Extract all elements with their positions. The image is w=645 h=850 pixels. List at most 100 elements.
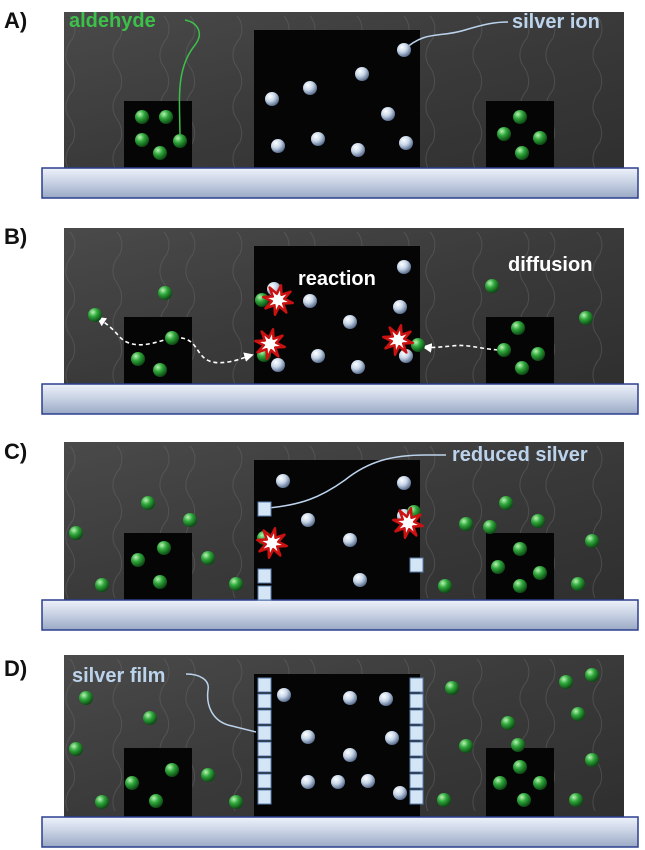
silver-ion	[311, 132, 325, 146]
aldehyde-molecule	[125, 776, 139, 790]
panel-a-letter: A)	[4, 8, 27, 33]
aldehyde-molecule	[585, 534, 599, 548]
reduced-silver-block	[257, 501, 272, 517]
reduced-silver-block	[257, 725, 272, 741]
panel-d-substrate	[41, 816, 639, 848]
matrix-texture-line	[425, 15, 436, 169]
aldehyde-molecule	[135, 133, 149, 147]
matrix-texture-line	[472, 15, 483, 169]
aldehyde-molecule	[165, 331, 179, 345]
matrix-texture-line	[232, 15, 243, 169]
reduced-silver-block	[257, 585, 272, 601]
panel-c-reduced-silver	[257, 501, 424, 601]
silver-ion	[343, 533, 357, 547]
reaction-spark	[254, 328, 286, 360]
silver-film-leader	[185, 673, 257, 733]
reduced-silver-block	[257, 741, 272, 757]
aldehyde-molecule	[531, 514, 545, 528]
matrix-texture-line	[112, 231, 123, 385]
silver-ion	[351, 360, 365, 374]
matrix-texture-line	[65, 445, 76, 599]
aldehyde-molecule	[511, 738, 525, 752]
silver-ion	[303, 81, 317, 95]
reaction-spark	[392, 507, 424, 539]
panel-d: D) silver film	[4, 655, 639, 848]
reduced-silver-block	[257, 693, 272, 709]
aldehyde-molecule	[153, 146, 167, 160]
aldehyde-molecule	[131, 352, 145, 366]
aldehyde-molecule	[459, 517, 473, 531]
matrix-texture-line	[592, 231, 603, 385]
aldehyde-molecule	[459, 739, 473, 753]
matrix-texture-line	[65, 231, 76, 385]
reduced-silver-block	[257, 709, 272, 725]
panel-a-aldehyde-leader	[178, 19, 200, 141]
panel-c-left-well	[124, 533, 192, 600]
aldehyde-molecule	[201, 551, 215, 565]
silver-ion	[399, 136, 413, 150]
reaction-spark	[382, 324, 414, 356]
aldehyde-molecule	[513, 542, 527, 556]
reduced-silver-block	[409, 725, 424, 741]
reduced-silver-block	[409, 709, 424, 725]
diffusion-arrow-center	[173, 337, 254, 364]
aldehyde-molecule	[88, 308, 102, 322]
aldehyde-molecule	[517, 793, 531, 807]
silver-ion	[331, 775, 345, 789]
matrix-texture-line	[232, 658, 243, 812]
reduced-silver-block	[409, 693, 424, 709]
silver-ion	[399, 349, 413, 363]
panel-d-letter: D)	[4, 656, 27, 681]
aldehyde-molecule	[135, 110, 149, 124]
matrix-texture-line	[185, 231, 196, 385]
silver-ion	[265, 92, 279, 106]
panel-b-particles	[88, 260, 593, 377]
panel-c: C) reduced silver	[4, 439, 639, 631]
reduced-silver-block	[257, 677, 272, 693]
silver-film-label: silver film	[72, 665, 165, 687]
aldehyde-molecule	[511, 321, 525, 335]
silver-ion	[397, 43, 411, 57]
panel-a-particles	[135, 43, 547, 160]
aldehyde-molecule	[438, 579, 452, 593]
matrix-texture-line	[112, 15, 123, 169]
aldehyde-molecule	[533, 131, 547, 145]
aldehyde-molecule	[173, 134, 187, 148]
matrix-texture-line	[185, 658, 196, 812]
silver-ion	[397, 260, 411, 274]
aldehyde-molecule	[513, 579, 527, 593]
aldehyde-molecule	[497, 343, 511, 357]
silver-ion	[343, 315, 357, 329]
aldehyde-molecule	[533, 776, 547, 790]
aldehyde-molecule	[485, 279, 499, 293]
silver-ion	[393, 786, 407, 800]
matrix-texture-line	[592, 15, 603, 169]
reduced-silver-block	[409, 677, 424, 693]
reduced-silver-block	[409, 773, 424, 789]
aldehyde-molecule	[515, 146, 529, 160]
aldehyde-molecule	[569, 793, 583, 807]
panel-b: B) reaction diffusion	[4, 224, 639, 415]
silver-ion	[385, 731, 399, 745]
silver-ion	[271, 358, 285, 372]
silver-ion	[277, 688, 291, 702]
silver-ion	[276, 474, 290, 488]
panel-c-substrate	[41, 599, 639, 631]
silver-ion	[303, 294, 317, 308]
reduced-silver-block	[257, 757, 272, 773]
aldehyde-molecule	[499, 496, 513, 510]
aldehyde-molecule	[79, 691, 93, 705]
aldehyde-molecule	[411, 338, 425, 352]
silver-ion	[351, 143, 365, 157]
matrix-texture-line	[592, 658, 603, 812]
diffusion-arrow-right	[422, 343, 499, 353]
aldehyde-molecule	[579, 311, 593, 325]
aldehyde-molecule	[491, 560, 505, 574]
matrix-texture-line	[232, 231, 243, 385]
silver-ion	[353, 573, 367, 587]
silver-ion	[397, 476, 411, 490]
reaction-spark	[256, 527, 288, 559]
panel-b-substrate	[41, 383, 639, 415]
reduced-silver-block	[409, 741, 424, 757]
silver-ion-label: silver ion	[512, 11, 600, 33]
